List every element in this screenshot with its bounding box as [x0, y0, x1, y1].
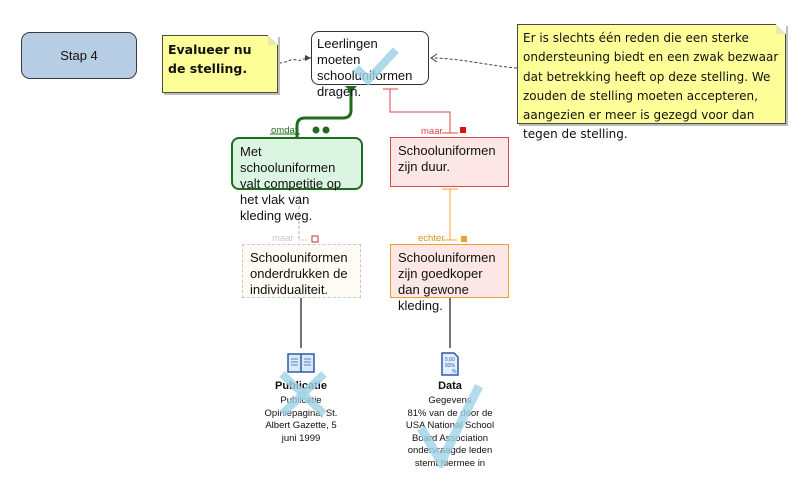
arrow-head-right — [430, 53, 438, 63]
arrow-head-left — [305, 55, 311, 61]
conclusion-note[interactable]: Er is slechts één reden die een sterke o… — [517, 24, 786, 141]
step-indicator[interactable]: Stap 4 — [21, 32, 137, 79]
reason-connector-label: omdat — [271, 125, 298, 136]
source-line: Gegevens — [428, 395, 472, 406]
reason-box[interactable]: Met schooluniformen valt competitie op h… — [231, 137, 363, 223]
objection-of-reason-box[interactable]: Schooluniformen onderdrukken de individu… — [242, 244, 361, 298]
strength-dot — [322, 126, 330, 134]
check-mark-icon — [417, 383, 484, 468]
reason-text: Met schooluniformen valt competitie op h… — [240, 144, 342, 223]
note-link-instruction — [278, 57, 312, 64]
objection-connector-label: maar — [421, 126, 443, 137]
check-mark-icon — [353, 47, 399, 86]
rebuttal-box[interactable]: Schooluniformen zijn goedkoper dan gewon… — [390, 244, 509, 313]
source-line: stemt hiermee in — [414, 457, 486, 469]
conclusion-note-text: Er is slechts één reden die een sterke o… — [523, 31, 779, 142]
objection-text: Schooluniformen zijn duur. — [398, 143, 496, 174]
rebuttal-text: Schooluniformen zijn goedkoper dan gewon… — [398, 250, 496, 313]
source-title: Data — [438, 380, 462, 392]
svg-text:93%: 93% — [445, 363, 456, 369]
book-icon — [287, 353, 315, 373]
objection-of-reason-marker — [311, 235, 319, 243]
svg-text:5.60: 5.60 — [445, 357, 455, 363]
source-line: juni 1999 — [281, 432, 321, 444]
objection-connector — [389, 89, 451, 133]
instruction-note[interactable]: Evalueer nu de stelling. — [162, 35, 278, 93]
objection-of-reason-text: Schooluniformen onderdrukken de individu… — [250, 250, 348, 297]
objection-strength-marker — [460, 127, 466, 133]
source-line: Albert Gazette, 5 — [265, 420, 337, 431]
reason-connector — [295, 86, 353, 137]
note-link-conclusion — [430, 57, 518, 69]
rebuttal-strength-marker — [461, 236, 467, 242]
note-fold-icon — [776, 24, 786, 34]
source-line: Opiniepagina, St. — [264, 407, 338, 419]
step-label: Stap 4 — [60, 48, 98, 63]
strength-dot — [312, 126, 320, 134]
source-line: 81% van de door de — [407, 407, 493, 419]
claim-box[interactable]: Leerlingen moeten schooluniformen dragen… — [311, 31, 429, 99]
data-document-icon: 5.60 93% % — [441, 352, 459, 376]
source-publicatie[interactable]: Publicatie Publicatie Opiniepagina, St. … — [246, 352, 356, 445]
rebuttal-connector-label: echter — [418, 233, 445, 244]
note-fold-icon — [268, 35, 278, 45]
source-line: USA National School — [405, 420, 495, 431]
cross-mark-icon — [279, 371, 327, 417]
instruction-note-text: Evalueer nu de stelling. — [168, 42, 252, 76]
objection-box[interactable]: Schooluniformen zijn duur. — [390, 137, 509, 187]
svg-text:%: % — [452, 369, 457, 375]
objection-of-reason-connector-label: maar — [272, 233, 294, 244]
source-data[interactable]: 5.60 93% % Data Gegevens 81% van de door… — [395, 352, 505, 470]
